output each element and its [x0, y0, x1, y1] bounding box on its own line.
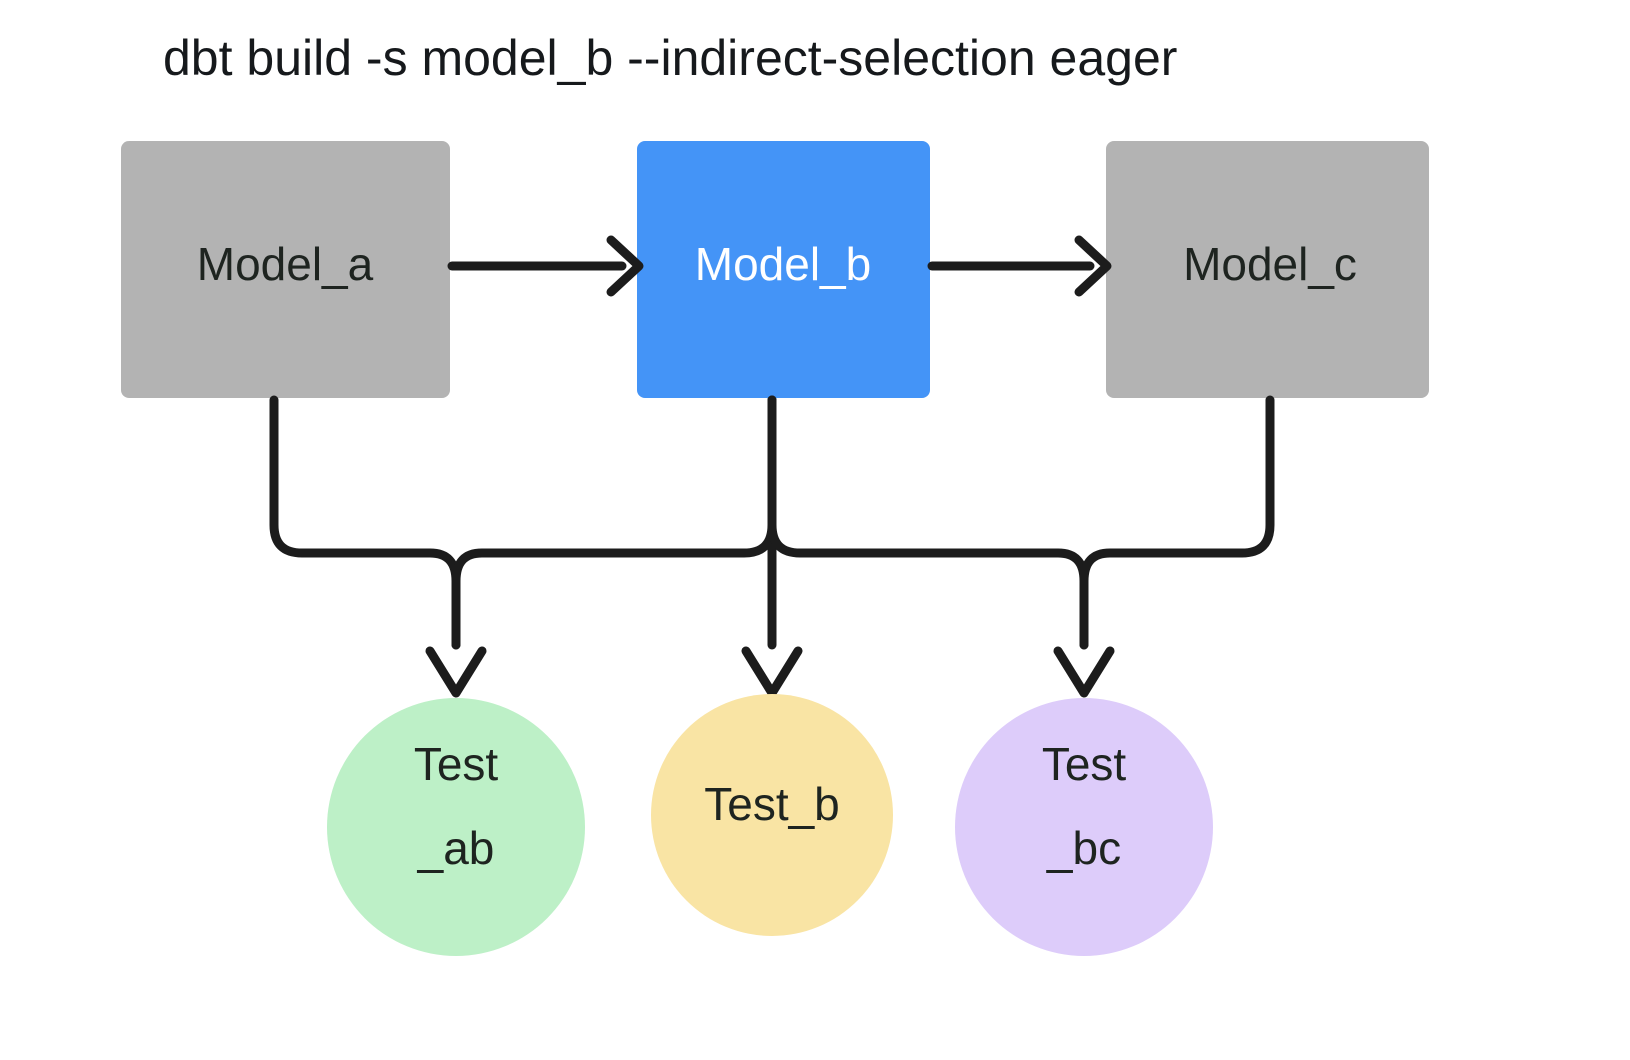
model-node-model_a[interactable]: Model_a: [121, 141, 450, 398]
test_b-label-line1: Test_b: [704, 778, 840, 830]
edge-model_b-to-test_bc: [767, 395, 1089, 650]
edge-to-test_bc-arrowhead: [1053, 646, 1115, 698]
edge-to-test_ab-arrowhead: [425, 646, 487, 698]
edge-model_a-to-model_b-arrowhead: [606, 235, 644, 297]
model-node-model_b[interactable]: Model_b: [637, 141, 930, 398]
model-node-model_c[interactable]: Model_c: [1106, 141, 1429, 398]
test_bc-circle[interactable]: [955, 698, 1213, 956]
test_bc-label-line2: _bc: [1046, 822, 1121, 874]
model_a-box[interactable]: [121, 141, 450, 398]
test-node-test_b[interactable]: Test_b: [651, 694, 893, 936]
model_c-label: Model_c: [1183, 238, 1357, 290]
diagram-title: dbt build -s model_b --indirect-selectio…: [163, 30, 1177, 86]
edge-model_c-to-test_bc: [1079, 395, 1275, 650]
edges-layer: [269, 235, 1275, 698]
test_ab-label-line2: _ab: [417, 822, 495, 874]
test_ab-label-line1: Test: [414, 738, 499, 790]
test_ab-circle[interactable]: [327, 698, 585, 956]
model_b-label: Model_b: [695, 238, 871, 290]
test_b-circle[interactable]: [651, 694, 893, 936]
test_bc-label-line1: Test: [1042, 738, 1127, 790]
edge-model_a-to-test_ab: [269, 395, 461, 650]
model_a-label: Model_a: [197, 238, 374, 290]
edge-model_b-to-model_c-arrowhead: [1074, 235, 1112, 297]
model_b-box[interactable]: [637, 141, 930, 398]
edge-model_b-to-test_ab: [451, 395, 777, 650]
test-node-test_bc[interactable]: Test _bc: [955, 698, 1213, 956]
edge-to-test_b-arrowhead: [741, 646, 803, 698]
test-node-test_ab[interactable]: Test _ab: [327, 698, 585, 956]
model_c-box[interactable]: [1106, 141, 1429, 398]
